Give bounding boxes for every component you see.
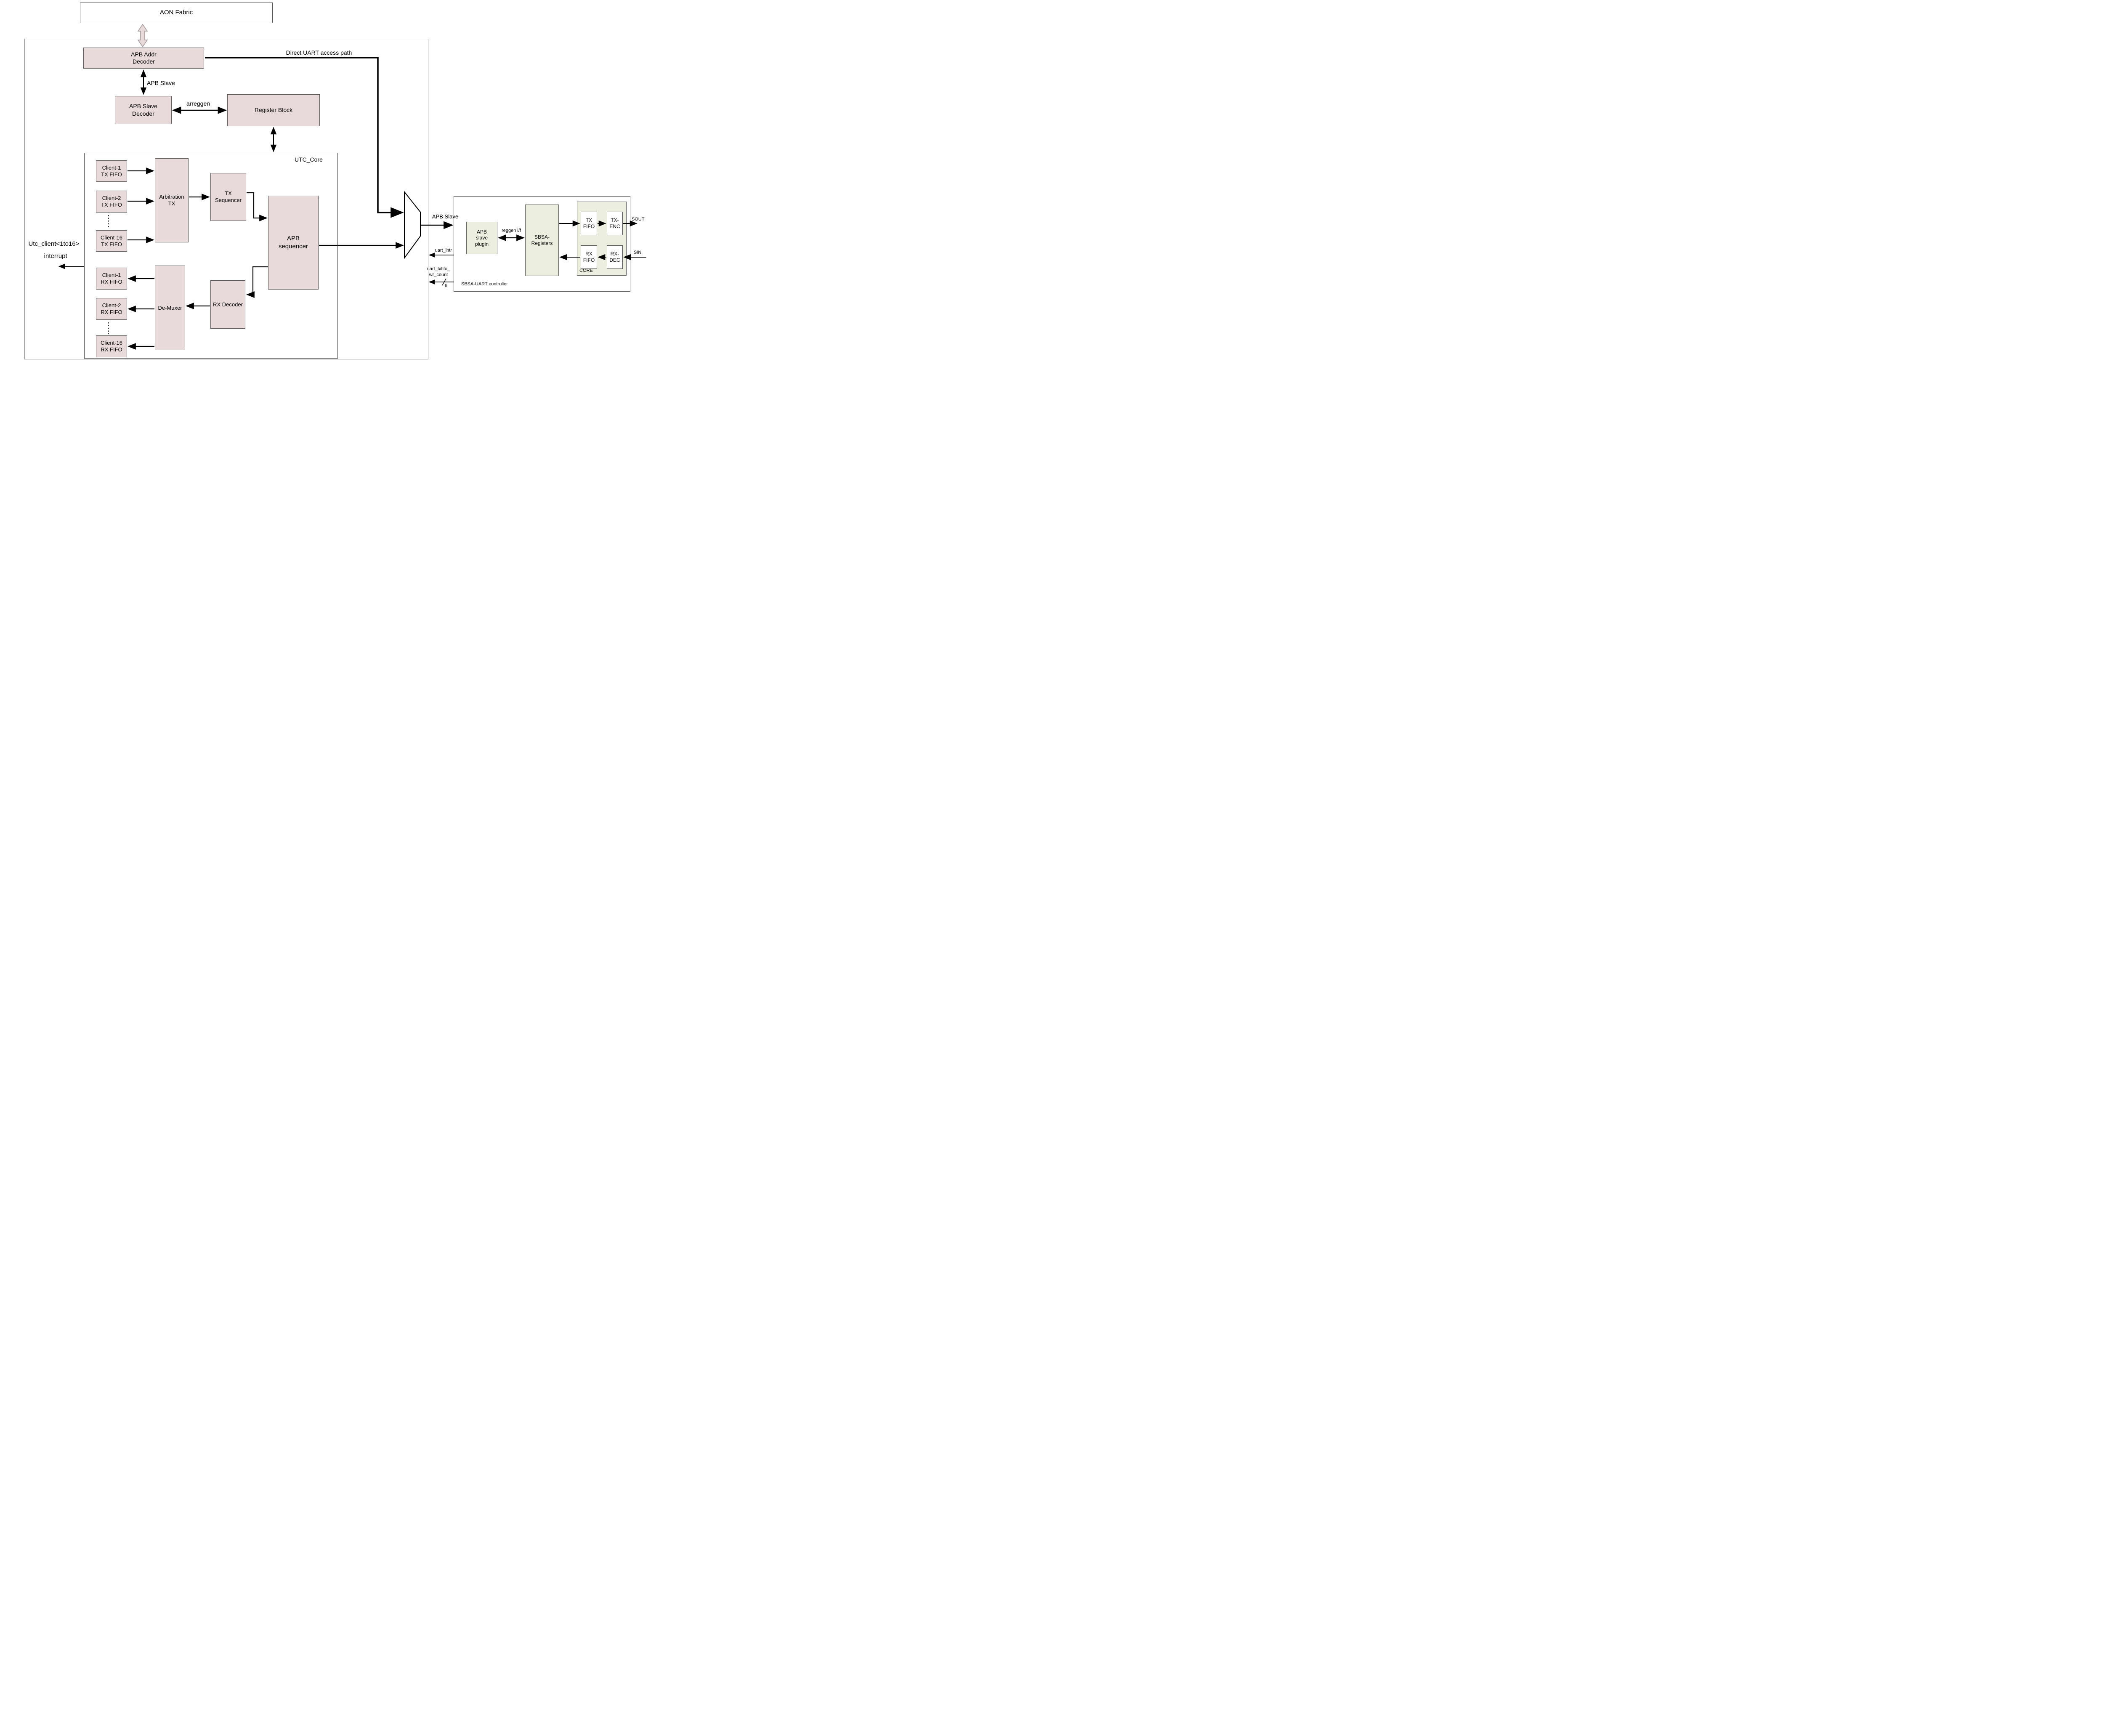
utc-outer-container bbox=[24, 39, 428, 359]
client2-rx-fifo-label: Client-2 RX FIFO bbox=[101, 302, 122, 315]
utc-client-interrupt-label: Utc_client<1to16> _interrupt bbox=[28, 240, 80, 260]
sout-label: SOUT bbox=[632, 217, 645, 222]
apb-slave-plugin-block: APB slave plugin bbox=[466, 222, 497, 254]
sbsa-registers-label: SBSA- Registers bbox=[531, 234, 553, 246]
tx-enc-block: TX- ENC bbox=[607, 212, 623, 235]
rx-fifo-block: RX FIFO bbox=[581, 245, 597, 269]
register-block: Register Block bbox=[227, 94, 320, 126]
client1-rx-fifo-label: Client-1 RX FIFO bbox=[101, 272, 122, 285]
tx-enc-label: TX- ENC bbox=[609, 217, 620, 229]
aon-fabric-label: AON Fabric bbox=[159, 9, 193, 16]
sbsa-uart-controller-title: SBSA-UART controller bbox=[461, 282, 508, 287]
apb-addr-decoder-label: APB Addr Decoder bbox=[131, 51, 157, 65]
apb-addr-decoder-block: APB Addr Decoder bbox=[83, 48, 204, 69]
core-title: CORE bbox=[579, 268, 593, 273]
tx-fifo-label: TX FIFO bbox=[583, 217, 595, 229]
diagram-canvas: AON Fabric UTC_Core SBSA-UART controller… bbox=[0, 0, 648, 362]
apb-slave-plugin-label: APB slave plugin bbox=[475, 229, 489, 247]
bus-width-label: 6 bbox=[445, 283, 448, 288]
client16-tx-fifo-label: Client-16 TX FIFO bbox=[100, 234, 123, 247]
reggen-if-label: reggen i/f bbox=[502, 228, 521, 233]
uart-intr-label: uart_intr bbox=[435, 248, 452, 253]
tx-sequencer-block: TX Sequencer bbox=[210, 173, 246, 221]
tx-sequencer-label: TX Sequencer bbox=[215, 190, 242, 203]
apb-sequencer-block: APB sequencer bbox=[268, 196, 319, 290]
apb-sequencer-label: APB sequencer bbox=[278, 235, 308, 250]
sin-label: SIN bbox=[634, 250, 642, 255]
arbitration-tx-block: Arbitration TX bbox=[155, 158, 189, 242]
register-block-label: Register Block bbox=[254, 106, 293, 114]
client1-rx-fifo-block: Client-1 RX FIFO bbox=[96, 268, 127, 290]
apb-slave-decoder-label: APB Slave Decoder bbox=[129, 103, 157, 117]
uart-txfifo-wr-count-label: uart_txfifo_ wr_count bbox=[427, 266, 450, 277]
apb-slave-label-mid: APB Slave bbox=[432, 213, 459, 220]
utc-core-title: UTC_Core bbox=[295, 156, 323, 163]
client1-tx-fifo-block: Client-1 TX FIFO bbox=[96, 160, 127, 182]
client16-rx-fifo-label: Client-16 RX FIFO bbox=[100, 340, 123, 353]
tx-fifo-block: TX FIFO bbox=[581, 212, 597, 235]
rx-decoder-label: RX Decoder bbox=[213, 301, 243, 308]
direct-uart-access-path-label: Direct UART access path bbox=[286, 49, 352, 56]
sbsa-registers-block: SBSA- Registers bbox=[525, 205, 559, 276]
rx-decoder-block: RX Decoder bbox=[210, 280, 245, 329]
client2-tx-fifo-label: Client-2 TX FIFO bbox=[101, 195, 122, 208]
rx-dec-block: RX- DEC bbox=[607, 245, 623, 269]
de-muxer-block: De-Muxer bbox=[155, 266, 185, 350]
client16-rx-fifo-block: Client-16 RX FIFO bbox=[96, 335, 127, 357]
aon-fabric-block: AON Fabric bbox=[80, 3, 273, 23]
client2-tx-fifo-block: Client-2 TX FIFO bbox=[96, 191, 127, 213]
arbitration-tx-label: Arbitration TX bbox=[159, 194, 184, 207]
client1-tx-fifo-label: Client-1 TX FIFO bbox=[101, 164, 122, 178]
rx-dec-label: RX- DEC bbox=[609, 251, 620, 263]
de-muxer-label: De-Muxer bbox=[158, 304, 182, 311]
arreggen-label: arreggen bbox=[186, 100, 210, 107]
client16-tx-fifo-block: Client-16 TX FIFO bbox=[96, 230, 127, 252]
rx-fifo-label: RX FIFO bbox=[583, 251, 595, 263]
apb-slave-decoder-block: APB Slave Decoder bbox=[115, 96, 172, 124]
apb-slave-label-top: APB Slave bbox=[147, 80, 175, 86]
client2-rx-fifo-block: Client-2 RX FIFO bbox=[96, 298, 127, 320]
